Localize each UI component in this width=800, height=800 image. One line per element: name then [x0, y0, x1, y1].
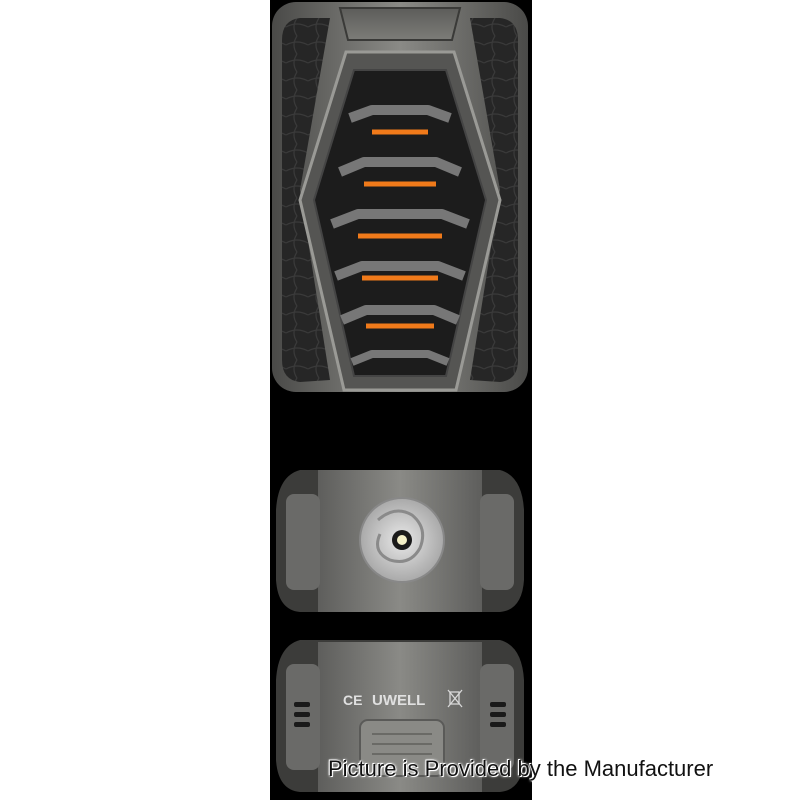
ce-mark: CE: [343, 692, 362, 708]
crossed-bin-icon: [447, 689, 463, 708]
chevron-ribs: [330, 105, 470, 366]
device-bottom-view: CE UWELL: [276, 640, 524, 792]
top-cap: [338, 7, 462, 41]
center-panel: [312, 69, 488, 377]
manufacturer-caption: Picture is Provided by the Manufacturer: [328, 756, 714, 781]
device-top-view: [276, 470, 524, 612]
510-connector-pin: [397, 535, 407, 545]
uwell-logo: UWELL: [372, 692, 425, 709]
left-leather-panel: [282, 18, 330, 382]
right-vent-slots: [490, 702, 506, 727]
right-leather-panel: [470, 18, 518, 382]
device-front-view: [272, 2, 528, 392]
top-right-side-panel: [480, 494, 514, 590]
dragon-engraving: [376, 509, 425, 563]
top-left-side-panel: [286, 494, 320, 590]
battery-door-grip-lines: [372, 733, 432, 755]
left-vent-slots: [294, 702, 310, 727]
